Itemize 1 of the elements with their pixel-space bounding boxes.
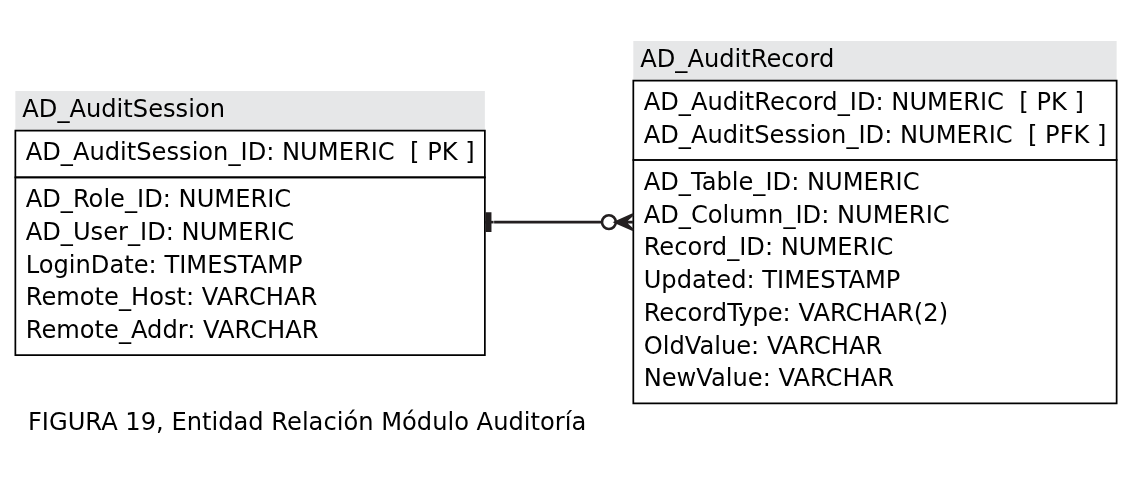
caption: FIGURA 19, Entidad Relación Módulo Auditoría [27, 407, 587, 436]
